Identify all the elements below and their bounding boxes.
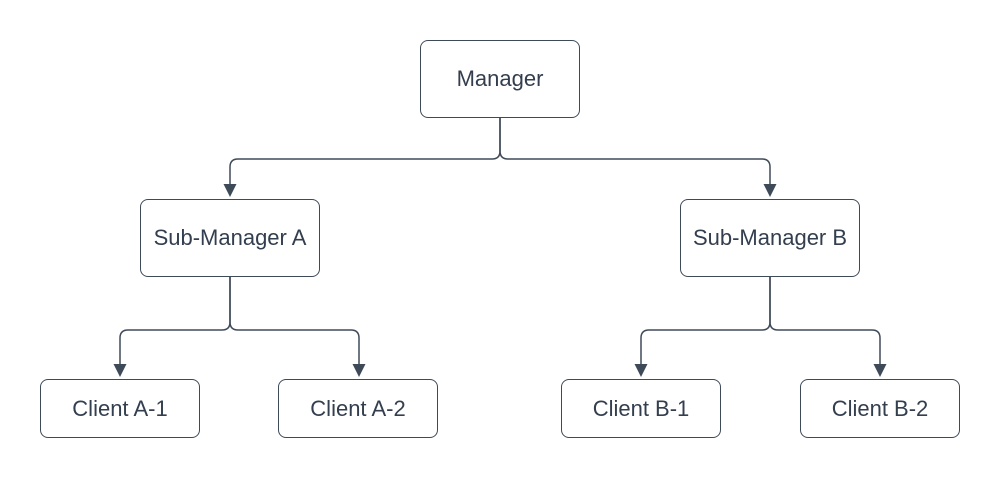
edge-sub-a-client-a1 bbox=[113, 277, 231, 377]
node-client-a2: Client A-2 bbox=[278, 379, 438, 438]
arrowhead-icon bbox=[873, 364, 887, 377]
node-manager-label: Manager bbox=[456, 66, 544, 91]
arrowhead-icon bbox=[352, 364, 366, 377]
node-client-b2: Client B-2 bbox=[800, 379, 960, 438]
arrowhead-icon bbox=[113, 364, 127, 377]
node-client-b1-label: Client B-1 bbox=[592, 395, 690, 421]
edge-sub-b-client-b1 bbox=[634, 277, 771, 377]
node-client-a2-label: Client A-2 bbox=[310, 395, 406, 421]
node-client-b2-label: Client B-2 bbox=[831, 395, 929, 421]
edge-manager-sub-b bbox=[499, 118, 777, 197]
arrowhead-icon bbox=[634, 364, 648, 377]
edge-manager-sub-a bbox=[223, 118, 501, 197]
arrowhead-icon bbox=[763, 184, 777, 197]
node-client-a1-label: Client A-1 bbox=[72, 395, 168, 421]
node-manager: Manager bbox=[420, 40, 580, 118]
node-sub-manager-a: Sub-Manager A bbox=[140, 199, 320, 277]
node-sub-manager-b-label: Sub-Manager B bbox=[692, 225, 848, 250]
arrowhead-icon bbox=[223, 184, 237, 197]
node-sub-manager-a-label: Sub-Manager A bbox=[153, 225, 307, 250]
edge-sub-b-client-b2 bbox=[769, 277, 887, 377]
node-client-b1: Client B-1 bbox=[561, 379, 721, 438]
edge-sub-a-client-a2 bbox=[229, 277, 366, 377]
node-sub-manager-b: Sub-Manager B bbox=[680, 199, 860, 277]
node-client-a1: Client A-1 bbox=[40, 379, 200, 438]
